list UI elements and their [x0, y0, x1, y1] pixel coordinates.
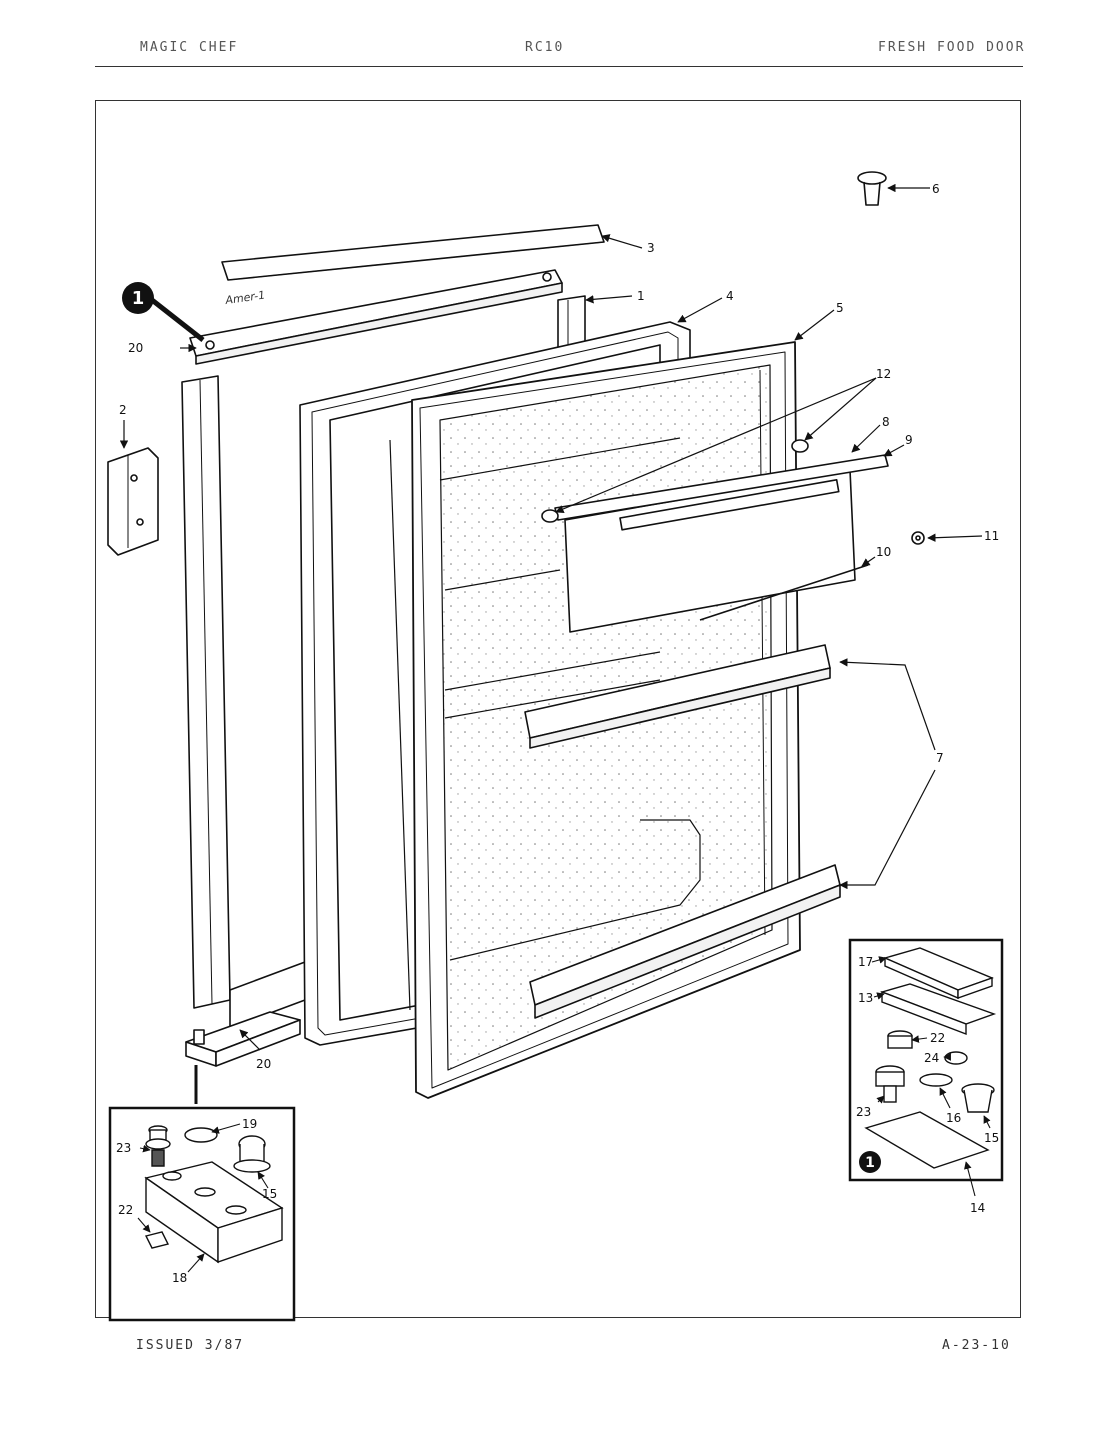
header-rule: [95, 66, 1023, 67]
handwritten-note: Amer-1: [224, 289, 266, 308]
inset-right-hinge-parts: 1: [848, 938, 1004, 1197]
callout-6: 6: [932, 182, 940, 196]
callout-2: 2: [119, 403, 127, 417]
leader-lines: [119, 183, 983, 1104]
part-8-dairy-door: [564, 469, 856, 633]
callout-4: 4: [726, 289, 734, 303]
part-12-stud-pins: [541, 439, 809, 523]
part-left-vertical-trim: [181, 375, 231, 1009]
diagram-frame: [95, 100, 1021, 1318]
reference-badge-top: 1: [122, 282, 205, 342]
callout-13: 13: [858, 991, 873, 1005]
callout-22-left: 22: [118, 1203, 133, 1217]
callout-14: 14: [970, 1201, 985, 1215]
callout-3: 3: [647, 241, 655, 255]
part-6-plug: [857, 171, 887, 206]
callout-16: 16: [946, 1111, 961, 1125]
callout-5: 5: [836, 301, 844, 315]
callout-8: 8: [882, 415, 890, 429]
header-model: RC10: [525, 40, 565, 55]
callout-23-left: 23: [116, 1141, 131, 1155]
badge-1-top: 1: [132, 288, 145, 309]
part-10-rod: [699, 564, 869, 621]
callout-17: 17: [858, 955, 873, 969]
part-11-screw: [911, 531, 925, 545]
callout-11: 11: [984, 529, 999, 543]
badge-1-inset: 1: [865, 1155, 875, 1171]
callout-19: 19: [242, 1117, 257, 1131]
part-7-shelf-bar-upper: [524, 644, 831, 749]
callout-24: 24: [924, 1051, 939, 1065]
part-2-side-hinge: [107, 447, 159, 556]
callout-23-right: 23: [856, 1105, 871, 1119]
callout-20-top: 20: [128, 341, 143, 355]
callout-22-right: 22: [930, 1031, 945, 1045]
callout-20-bottom: 20: [256, 1057, 271, 1071]
footer-code: A-23-10: [942, 1338, 1011, 1353]
header-brand: MAGIC CHEF: [140, 40, 239, 55]
callout-10: 10: [876, 545, 891, 559]
callout-15-left: 15: [262, 1187, 277, 1201]
callout-7: 7: [936, 751, 944, 765]
callout-1: 1: [637, 289, 645, 303]
part-20-top-bar: [189, 269, 563, 365]
part-7-shelf-bar-lower: [529, 864, 841, 1019]
header-section: FRESH FOOD DOOR: [878, 40, 1026, 55]
callout-12: 12: [876, 367, 891, 381]
inset-left-hinge-parts: [108, 1106, 296, 1322]
footer-issued: ISSUED 3/87: [136, 1338, 245, 1353]
callout-15-right: 15: [984, 1131, 999, 1145]
callout-18: 18: [172, 1271, 187, 1285]
callout-labels: 3 1 4 5 6 20 2 12 8 9 10 11 7 20 17 13 2…: [116, 182, 999, 1285]
callout-9: 9: [905, 433, 913, 447]
